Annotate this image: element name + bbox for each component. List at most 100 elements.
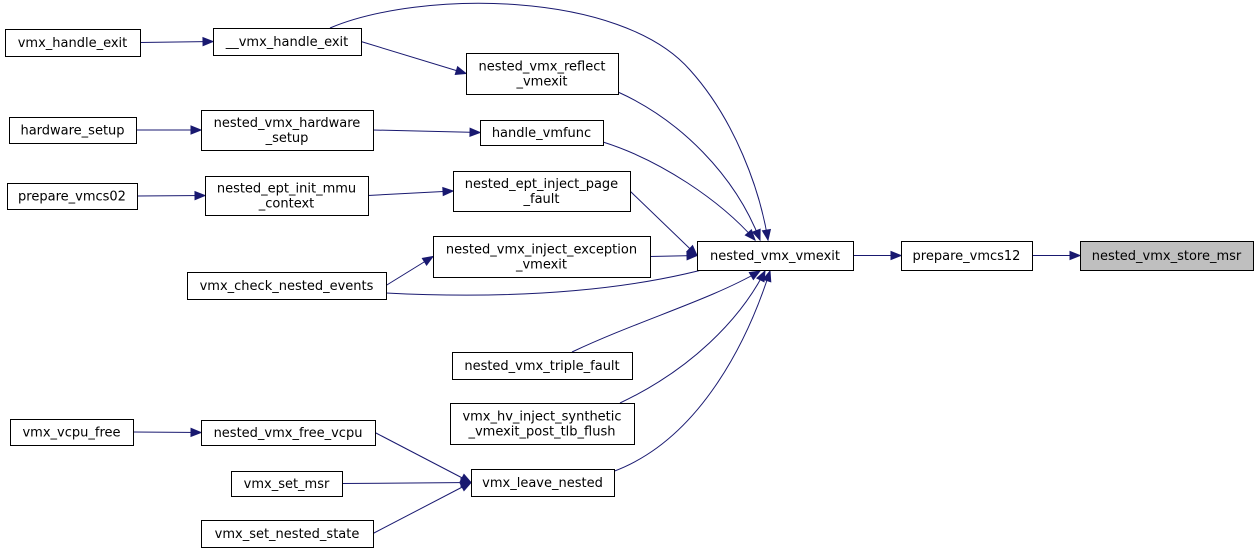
node-box [187,272,387,300]
arrowhead-icon [751,228,761,242]
node-box [453,171,631,212]
node-vmx-handle-exit[interactable]: vmx_handle_exit [5,29,141,57]
node-box [1080,241,1254,271]
node-box [205,176,369,216]
edge-triple-to-vmexit [571,270,762,353]
node-label: vmx_check_nested_events [200,279,374,294]
edge-line [360,41,467,74]
node-label: _vmexit_post_tlb_flush [467,425,615,440]
arrowhead-icon [190,125,203,135]
node-label: vmx_vcpu_free [22,426,120,441]
edge-line [611,270,771,473]
node-leave[interactable]: vmx_leave_nested [471,469,615,497]
edge-set_state-to-leave [372,481,473,534]
node-label: _context [258,197,315,212]
node-triple[interactable]: nested_vmx_triple_fault [452,352,633,380]
edge-line [139,41,214,43]
node-hw-setup[interactable]: hardware_setup [9,117,137,144]
edge-line [136,195,206,197]
arrowhead-icon [748,270,762,281]
edge-line [372,482,472,534]
node---vmx-handle-exit[interactable]: __vmx_handle_exit [213,28,362,56]
node-label: handle_vmfunc [492,126,591,141]
node-inject-exc[interactable]: nested_vmx_inject_exception_vmexit [433,236,651,278]
edge-line [132,431,202,433]
edge-inject_exc-to-vmexit [649,250,699,261]
node-nested-free[interactable]: nested_vmx_free_vcpu [201,420,376,446]
node-store-msr[interactable]: nested_vmx_store_msr [1080,241,1254,271]
node-vcpu-free[interactable]: vmx_vcpu_free [10,419,134,446]
node-reflect[interactable]: nested_vmx_reflect_vmexit [466,53,619,95]
node-label: vmx_hv_inject_synthetic [462,410,621,425]
node-label: nested_vmx_hardware [214,116,361,131]
edge-set_msr-to-leave [341,477,473,488]
arrowhead-icon [194,190,207,201]
node-prepare02[interactable]: prepare_vmcs02 [7,183,138,210]
edge-prepare12-to-store_msr [1032,250,1082,261]
node-box [201,520,374,548]
node-label: __vmx_handle_exit [225,35,349,50]
node-box [9,117,137,144]
node-check-events[interactable]: vmx_check_nested_events [187,272,387,300]
node-box [901,241,1033,271]
arrowhead-icon [421,255,435,267]
node-label: vmx_set_nested_state [215,527,360,542]
arrowhead-icon [459,481,473,492]
node-label: prepare_vmcs02 [18,190,126,205]
node-vmfunc[interactable]: handle_vmfunc [480,120,604,146]
node-ept-init[interactable]: nested_ept_init_mmu_context [205,176,369,216]
node-box [471,469,615,497]
node-box [10,419,134,446]
node-label: nested_vmx_vmexit [710,249,840,264]
node-box [697,241,854,271]
node-prepare12[interactable]: prepare_vmcs12 [901,241,1033,271]
arrowhead-icon [744,228,756,242]
edge-line [617,91,761,241]
edge-line [367,190,454,196]
edge-hw_setup-to-nested_hw_setup [136,125,203,135]
node-nested-hw-setup[interactable]: nested_vmx_hardware_setup [201,110,374,151]
node-label: nested_vmx_triple_fault [464,359,619,374]
node-label: nested_vmx_store_msr [1092,249,1242,264]
node-set-state[interactable]: vmx_set_nested_state [201,520,374,548]
node-label: vmx_set_msr [244,477,330,492]
edge-line [372,129,481,133]
node-box [201,420,376,446]
arrowhead-icon [469,127,482,137]
node-box [7,183,138,210]
node-label: _fault [523,192,560,207]
node-label: nested_ept_init_mmu [217,182,356,197]
node-hv-inject[interactable]: vmx_hv_inject_synthetic_vmexit_post_tlb_… [450,403,635,445]
arrowhead-icon [686,250,699,261]
arrowhead-icon [202,36,215,47]
node-set-msr[interactable]: vmx_set_msr [231,471,343,497]
arrowhead-icon [890,250,903,261]
edge-line [629,190,698,256]
node-label: _vmexit [515,75,567,90]
edge-__vmx_handle_exit-to-vmexit [329,2,772,242]
edge-leave-to-vmexit [611,269,772,473]
arrowhead-icon [761,228,772,242]
node-box [466,53,619,95]
node-box [5,29,141,57]
node-box [480,120,604,146]
node-label: _setup [265,131,309,146]
edge-check_events-to-inject_exc [385,255,435,286]
node-vmexit[interactable]: nested_vmx_vmexit [697,241,854,271]
arrowhead-icon [1069,250,1082,261]
node-label: nested_vmx_free_vcpu [214,426,363,441]
node-box [433,236,651,278]
node-label: hardware_setup [20,124,124,139]
edge-line [329,2,769,241]
edge-prepare02-to-ept_init [136,190,207,201]
edge-ept_init-to-ept_inject [367,186,455,197]
node-box [450,403,635,445]
edge-line [619,270,766,404]
edge-line [374,432,472,483]
edge-line [341,482,472,484]
node-box [201,110,374,151]
node-label: vmx_leave_nested [482,476,603,491]
nodes-layer: nested_vmx_store_msrprepare_vmcs12nested… [5,28,1254,548]
node-ept-inject[interactable]: nested_ept_inject_page_fault [453,171,631,212]
